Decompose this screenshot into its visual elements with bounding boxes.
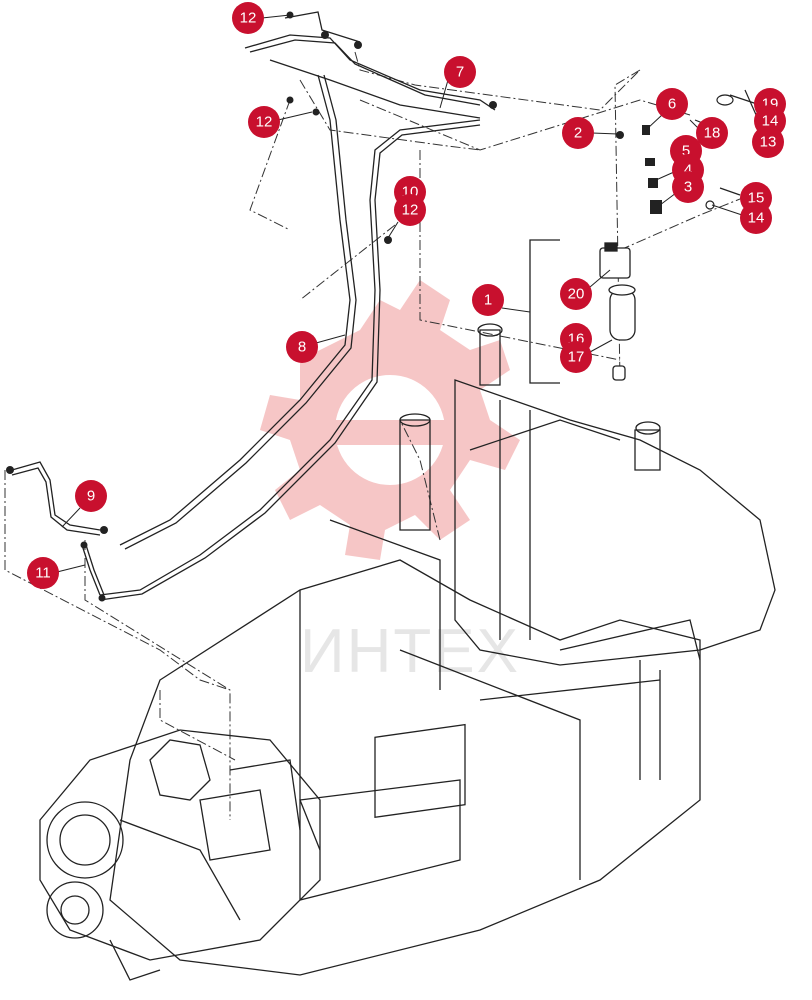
callout-label: 9: [87, 488, 95, 505]
callout-marker: [672, 171, 704, 203]
fitting-top-1: [321, 31, 329, 39]
engine-flywheel: [46, 801, 124, 879]
callout-marker: [444, 56, 476, 88]
fitting-7: [489, 101, 497, 109]
callout-marker: [560, 278, 592, 310]
callout-14[interactable]: 14: [711, 202, 772, 234]
filter-canister: [609, 289, 636, 341]
callout-9[interactable]: 9: [61, 480, 107, 528]
callout-marker: [752, 126, 784, 158]
machine-frame: [39, 323, 776, 981]
fitting-12b-2: [312, 108, 320, 116]
leader-lines: [4, 51, 751, 820]
callout-marker: [656, 88, 688, 120]
callout-20[interactable]: 20: [560, 269, 611, 310]
callout-17[interactable]: 17: [560, 339, 613, 373]
tank-body: [454, 379, 776, 666]
callout-6[interactable]: 6: [647, 88, 688, 129]
callout-label: 4: [684, 162, 692, 179]
engine-block: [39, 729, 321, 961]
callout-label: 14: [762, 113, 779, 130]
callout-label: 5: [682, 143, 690, 160]
engine-pulley: [46, 881, 104, 939]
callout-marker: [75, 480, 107, 512]
hose-assemblies: [11, 11, 496, 601]
callout-3[interactable]: 3: [659, 171, 704, 206]
callout-marker: [696, 117, 728, 149]
callout-1[interactable]: 1: [472, 284, 531, 316]
callout-label: 17: [568, 349, 585, 366]
filter-drain: [612, 365, 626, 381]
fitting-11: [80, 541, 88, 549]
callout-label: 12: [240, 10, 257, 27]
watermark: ИНТЕХ: [260, 280, 520, 686]
fitting-12c: [384, 236, 392, 244]
callouts: 12 7 12 2 6 1 9 14: [27, 2, 786, 589]
callout-marker: [740, 202, 772, 234]
callout-label: 2: [574, 125, 582, 142]
callout-13[interactable]: 13: [752, 126, 784, 158]
fitting-3: [650, 200, 662, 214]
callout-marker: [394, 194, 426, 226]
side-filter: [399, 419, 431, 531]
callout-18[interactable]: 18: [689, 117, 728, 149]
callout-label: 6: [668, 96, 676, 113]
fitting-4: [648, 178, 658, 188]
fitting-2: [616, 131, 624, 139]
fitting-top-2: [354, 41, 362, 49]
fitting-5: [645, 158, 655, 166]
callout-label: 8: [298, 339, 306, 356]
callout-marker: [562, 117, 594, 149]
callout-7[interactable]: 7: [439, 56, 476, 109]
fittings: [6, 11, 662, 602]
fitting-12b-1: [286, 96, 294, 104]
watermark-gear-logo: [260, 280, 520, 560]
fitting-9b: [100, 526, 108, 534]
callout-label: 12: [256, 114, 273, 131]
callout-label: 3: [684, 179, 692, 196]
callout-marker: [248, 106, 280, 138]
callout-label: 11: [35, 565, 51, 582]
callout-label: 14: [748, 210, 765, 227]
callout-label: 1: [484, 292, 492, 309]
callout-label: 13: [760, 134, 777, 151]
callout-12[interactable]: 12: [248, 106, 313, 138]
callout-label: 15: [748, 190, 765, 207]
callout-label: 12: [402, 202, 419, 219]
callout-label: 7: [456, 64, 464, 81]
callout-12[interactable]: 12: [387, 194, 426, 239]
filter-head: [599, 247, 631, 279]
fitting-6: [642, 125, 650, 135]
callout-label: 20: [568, 286, 585, 303]
callout-marker: [27, 557, 59, 589]
callout-marker: [286, 331, 318, 363]
fitting-9: [6, 466, 14, 474]
tank-filler-neck: [479, 329, 501, 386]
callout-marker: [560, 341, 592, 373]
callout-12[interactable]: 12: [232, 2, 291, 34]
watermark-text: ИНТЕХ: [300, 617, 520, 686]
fitting-11b: [98, 594, 106, 602]
main-frame: [109, 559, 701, 976]
callout-label: 18: [704, 125, 721, 142]
callout-8[interactable]: 8: [286, 331, 346, 363]
callout-11[interactable]: 11: [27, 557, 86, 589]
callout-marker: [472, 284, 504, 316]
callout-2[interactable]: 2: [562, 117, 619, 149]
callout-marker: [232, 2, 264, 34]
fuel-filter-assembly: [529, 239, 636, 384]
